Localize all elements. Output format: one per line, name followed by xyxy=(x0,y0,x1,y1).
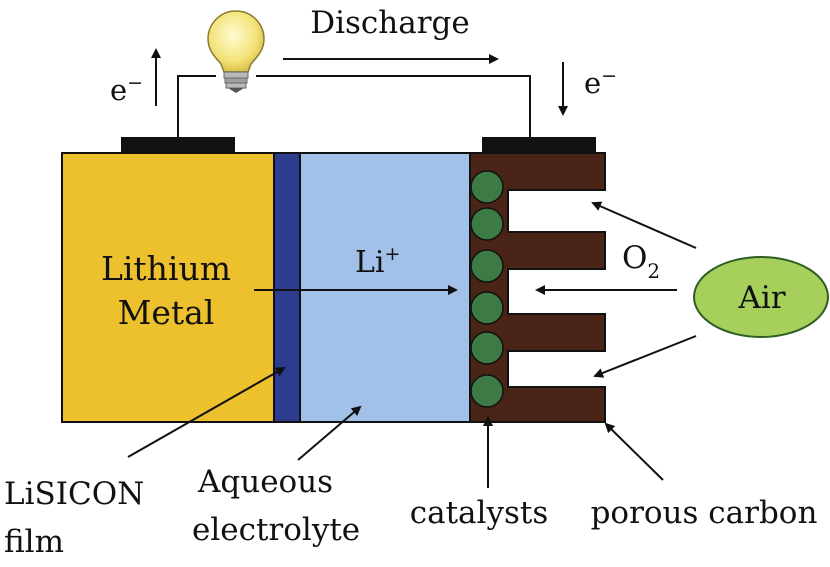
electrolyte-label-line2: electrolyte xyxy=(192,512,360,548)
anode-label-line2: Metal xyxy=(118,293,215,332)
discharge-label: Discharge xyxy=(310,5,470,41)
air-arrow-lower xyxy=(593,335,697,378)
electrolyte-label-line1: Aqueous xyxy=(197,464,333,500)
light-bulb-icon xyxy=(207,10,265,93)
catalyst-particle xyxy=(470,374,504,408)
air-label: Air xyxy=(737,280,785,316)
aqueous-electrolyte xyxy=(299,152,471,423)
anode-label-line1: Lithium xyxy=(101,249,231,288)
electron-left-label: e− xyxy=(110,72,143,107)
circuit-wire xyxy=(177,75,216,137)
oxygen-label: O2 xyxy=(622,240,660,283)
catalysts-label: catalysts xyxy=(410,495,549,531)
circuit-wire-right xyxy=(256,75,531,137)
lisicon-label-line1: LiSICON xyxy=(4,476,144,512)
lisicon-callout-arrow xyxy=(127,367,286,458)
cathode-terminal xyxy=(482,137,596,153)
electron-right-label: e− xyxy=(584,65,617,100)
porous-carbon-label: porous carbon xyxy=(591,495,818,531)
air-ellipse xyxy=(693,256,829,338)
lithium-metal-anode xyxy=(61,152,275,423)
catalyst-particle xyxy=(470,170,504,204)
lithium-ion-label: Li+ xyxy=(355,243,400,280)
lisicon-label-line2: film xyxy=(4,524,64,560)
air-arrow-upper xyxy=(591,201,697,249)
electrolyte-callout-arrow xyxy=(297,405,362,461)
lisicon-film xyxy=(273,152,301,423)
catalyst-particles xyxy=(470,170,504,408)
anode-terminal xyxy=(121,137,235,153)
porous-carbon-cathode xyxy=(469,152,606,423)
catalyst-particle xyxy=(470,207,504,241)
catalyst-particle xyxy=(470,331,504,365)
catalyst-particle xyxy=(470,249,504,283)
catalyst-particle xyxy=(470,291,504,325)
carbon-callout-arrow xyxy=(604,422,664,481)
